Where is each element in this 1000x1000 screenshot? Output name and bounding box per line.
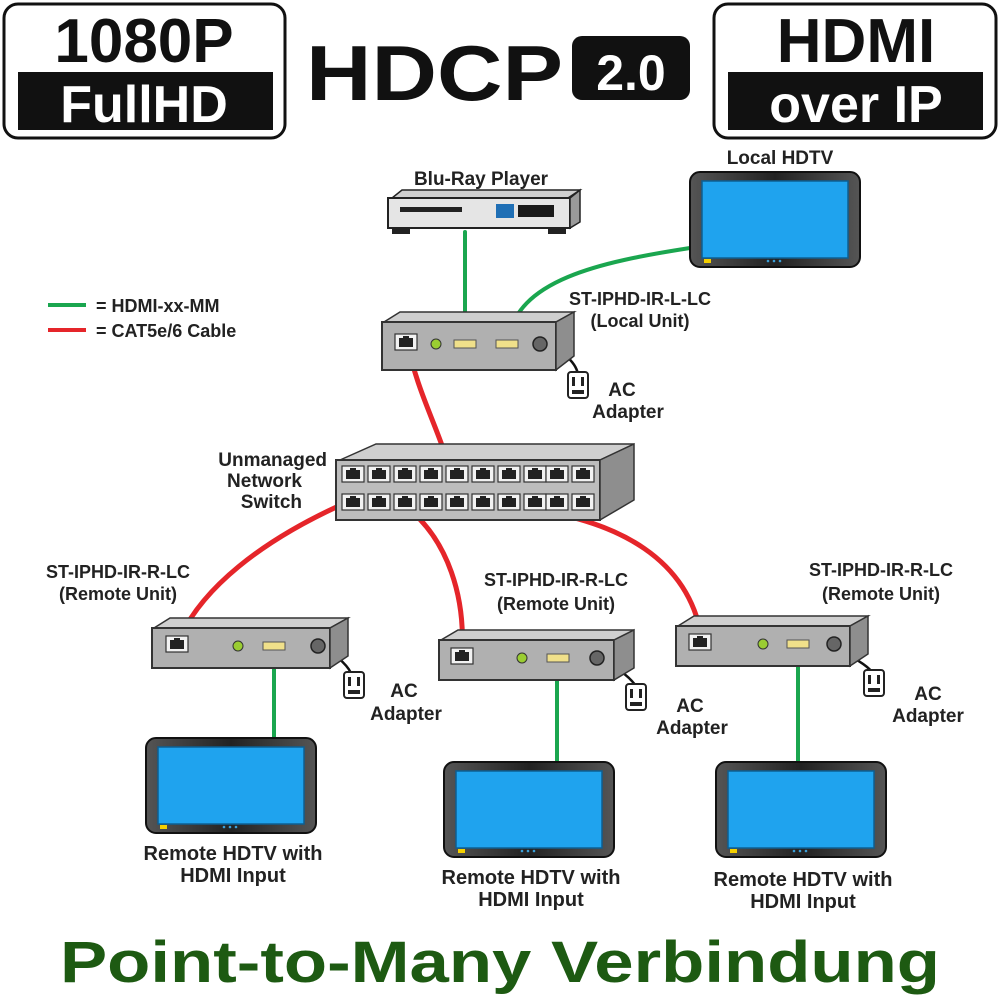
footer-title: Point-to-Many Verbindung	[60, 930, 940, 995]
local-unit	[381, 310, 577, 372]
ac-label-remote-2-1: AC	[676, 696, 704, 717]
local-unit-model: ST-IPHD-IR-L-LC	[569, 289, 711, 309]
badge-over-ip: over IP	[769, 76, 942, 134]
remote-unit-1	[151, 616, 351, 670]
remote-hdtv-3-label-2: HDMI Input	[750, 891, 856, 913]
ac-label-remote-1-1: AC	[390, 681, 418, 702]
ac-label-local-2: Adapter	[592, 402, 664, 423]
badge-hdcp: HDCP 2.0	[306, 29, 690, 117]
remote-unit-3-model: ST-IPHD-IR-R-LC	[809, 560, 953, 580]
badge-fullhd: FullHD	[60, 76, 228, 134]
ac-label-remote-2-2: Adapter	[656, 718, 728, 739]
local-hdtv	[689, 171, 861, 268]
ac-label-remote-3-2: Adapter	[892, 706, 964, 727]
badge-1080p-top: 1080P	[54, 7, 233, 76]
badge-hdmi-top: HDMI	[777, 7, 935, 76]
ac-outlet-remote-1	[343, 671, 365, 699]
switch-label-1: Unmanaged	[218, 450, 327, 471]
ac-label-local-1: AC	[608, 380, 636, 401]
network-switch	[335, 442, 635, 522]
ac-label-remote-1-2: Adapter	[370, 704, 442, 725]
remote-hdtv-2-label-1: Remote HDTV with	[442, 867, 621, 889]
badge-1080p: 1080P FullHD	[2, 2, 287, 140]
remote-unit-2-model: ST-IPHD-IR-R-LC	[484, 570, 628, 590]
ac-label-remote-3-1: AC	[914, 684, 942, 705]
remote-unit-1-model: ST-IPHD-IR-R-LC	[46, 562, 190, 582]
remote-unit-1-role: (Remote Unit)	[59, 584, 177, 604]
remote-unit-2-role: (Remote Unit)	[497, 594, 615, 614]
remote-unit-3-role: (Remote Unit)	[822, 584, 940, 604]
remote-hdtv-3-label-1: Remote HDTV with	[714, 869, 893, 891]
remote-hdtv-1-label-1: Remote HDTV with	[144, 843, 323, 865]
ac-outlet-remote-3	[863, 669, 885, 697]
local-unit-role: (Local Unit)	[591, 311, 690, 331]
remote-unit-2	[438, 628, 635, 682]
remote-hdtv-3	[715, 761, 887, 858]
legend-cat-label: = CAT5e/6 Cable	[96, 321, 236, 341]
ac-outlet-remote-2	[625, 683, 647, 711]
ac-outlet-local	[567, 371, 589, 399]
switch-label-3: Switch	[241, 492, 302, 513]
remote-hdtv-2	[443, 761, 615, 858]
cat-cable-remote-2	[401, 502, 465, 655]
badge-hdcp-text: HDCP	[306, 29, 563, 117]
badge-hdcp-version: 2.0	[596, 45, 666, 101]
remote-hdtv-1-label-2: HDMI Input	[180, 865, 286, 887]
bluray-player	[387, 188, 583, 234]
switch-label-2: Network	[227, 471, 302, 492]
remote-hdtv-1	[145, 737, 317, 834]
local-hdtv-label: Local HDTV	[727, 148, 834, 169]
bluray-label: Blu-Ray Player	[414, 169, 549, 190]
badge-hdmi-over-ip: HDMI over IP	[712, 2, 998, 140]
legend: = HDMI-xx-MM = CAT5e/6 Cable	[48, 296, 236, 341]
remote-unit-3	[675, 614, 871, 668]
legend-hdmi-label: = HDMI-xx-MM	[96, 296, 220, 316]
remote-hdtv-2-label-2: HDMI Input	[478, 889, 584, 911]
